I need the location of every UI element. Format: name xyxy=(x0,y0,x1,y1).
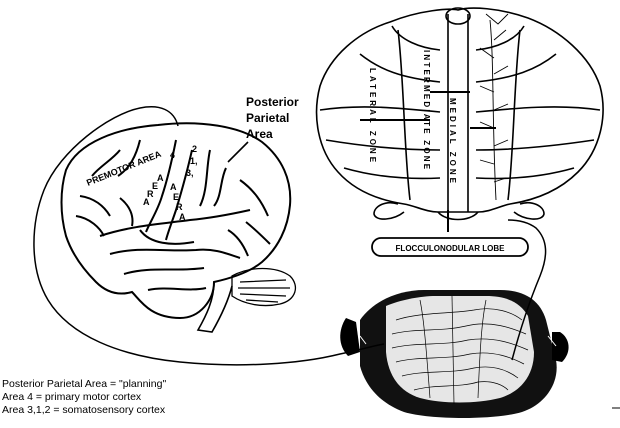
intermediate-zone-label: INTERMEDIATE ZONE xyxy=(422,50,431,171)
brainstem xyxy=(196,281,233,333)
legend-line-planning: Posterior Parietal Area = "planning" xyxy=(2,378,167,390)
area-letter: E xyxy=(173,192,179,202)
area-letter: E xyxy=(152,181,158,191)
area-letter: A xyxy=(170,182,177,192)
brainstem-section xyxy=(340,290,569,418)
small-cerebellum xyxy=(231,267,297,307)
posterior-parietal-line-3: Area xyxy=(246,127,273,141)
legend: Posterior Parietal Area = "planning" Are… xyxy=(2,378,166,417)
posterior-parietal-label: Posterior Parietal Area xyxy=(246,95,299,141)
area-letter: R xyxy=(147,189,154,199)
cerebellum xyxy=(315,7,604,221)
area-number-4: 4 xyxy=(170,150,175,160)
area-letter: A xyxy=(179,212,186,222)
cerebrum xyxy=(60,122,292,320)
spinal-cord-top xyxy=(445,7,471,25)
legend-line-motor: Area 4 = primary motor cortex xyxy=(2,391,142,403)
medial-zone-label: MEDIAL ZONE xyxy=(448,98,457,186)
connecting-pathways xyxy=(33,106,547,366)
area-letter: R xyxy=(176,202,183,212)
area-letters: A R E A A E R A xyxy=(143,173,186,222)
flocculonodular-label: FLOCCULONODULAR LOBE xyxy=(396,244,506,253)
zone-labels: LATERAL ZONE INTERMEDIATE ZONE MEDIAL ZO… xyxy=(368,50,457,186)
fiber-tree xyxy=(479,13,509,201)
area-numbers: 4 2 3, 1, xyxy=(170,144,198,178)
posterior-parietal-pointer xyxy=(227,141,249,163)
posterior-parietal-line-1: Posterior xyxy=(246,95,299,109)
area-letter: A xyxy=(157,173,164,183)
posterior-parietal-line-2: Parietal xyxy=(246,111,289,125)
lateral-zone-label: LATERAL ZONE xyxy=(368,68,377,165)
area-number-2: 2 xyxy=(192,144,197,154)
area-number-3: 3, xyxy=(186,168,194,178)
area-letter: A xyxy=(143,197,150,207)
area-number-1: 1, xyxy=(190,156,198,166)
legend-line-somatosensory: Area 3,1,2 = somatosensory cortex xyxy=(2,404,166,416)
flocculonodular-lobe: FLOCCULONODULAR LOBE xyxy=(371,237,529,257)
pathway-lines xyxy=(360,91,496,232)
